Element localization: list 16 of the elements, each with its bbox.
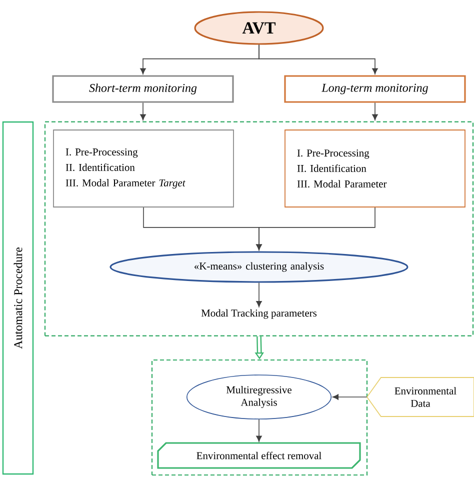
arrow (256, 282, 262, 308)
arrow (258, 44, 378, 74)
monitoring-box: Long-term monitoring (284, 75, 466, 103)
dashed-group-box (44, 121, 474, 336)
step-list-box: I. Pre-Processing II. Identification III. Modal Parameter (284, 130, 466, 208)
arrow (332, 394, 368, 400)
monitoring-box: Short-term monitoring (52, 75, 234, 103)
arrow (140, 102, 146, 120)
arrow (256, 207, 376, 250)
output-box: Environmental effect removal (157, 442, 361, 469)
arrow (372, 102, 378, 120)
side-label-box: Automatic Procedure (2, 121, 34, 475)
dashed-group-box (151, 359, 368, 476)
result-text: Modal Tracking parameters (201, 309, 317, 319)
arrow (256, 419, 262, 442)
step-list-box: I. Pre-Processing II. Identification III. Modal Parameter Target (53, 130, 234, 208)
